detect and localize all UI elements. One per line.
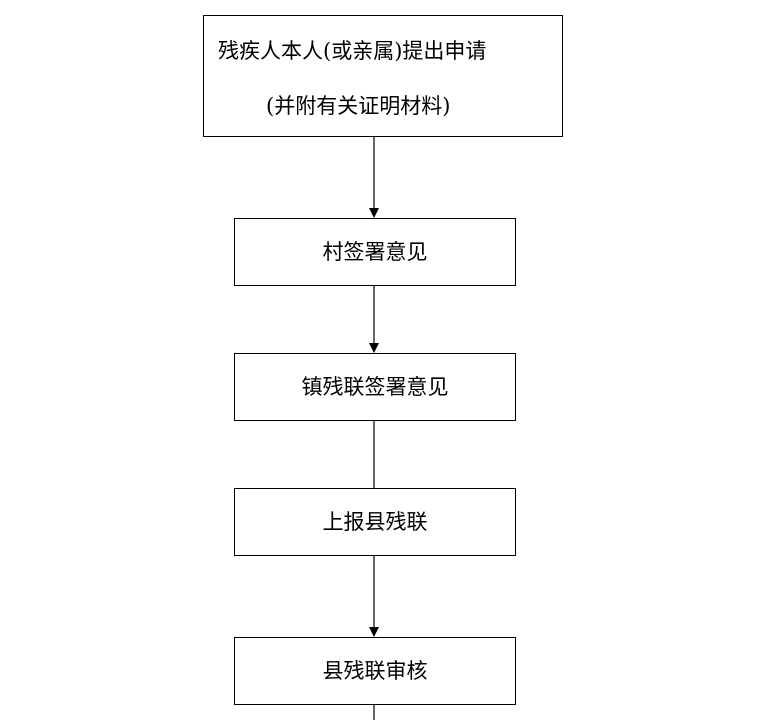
- node-report-label: 上报县残联: [322, 509, 428, 534]
- node-review: 县残联审核: [234, 637, 516, 705]
- node-town-label: 镇残联签署意见: [301, 374, 449, 399]
- node-village: 村签署意见: [234, 218, 516, 286]
- node-apply: 残疾人本人(或亲属)提出申请 (并附有关证明材料): [203, 15, 563, 137]
- node-village-label: 村签署意见: [322, 239, 428, 264]
- node-review-label: 县残联审核: [322, 658, 428, 683]
- node-report: 上报县残联: [234, 488, 516, 556]
- node-town: 镇残联签署意见: [234, 353, 516, 421]
- node-apply-line1: 残疾人本人(或亲属)提出申请: [218, 39, 487, 63]
- node-apply-line2: (并附有关证明材料): [266, 94, 451, 118]
